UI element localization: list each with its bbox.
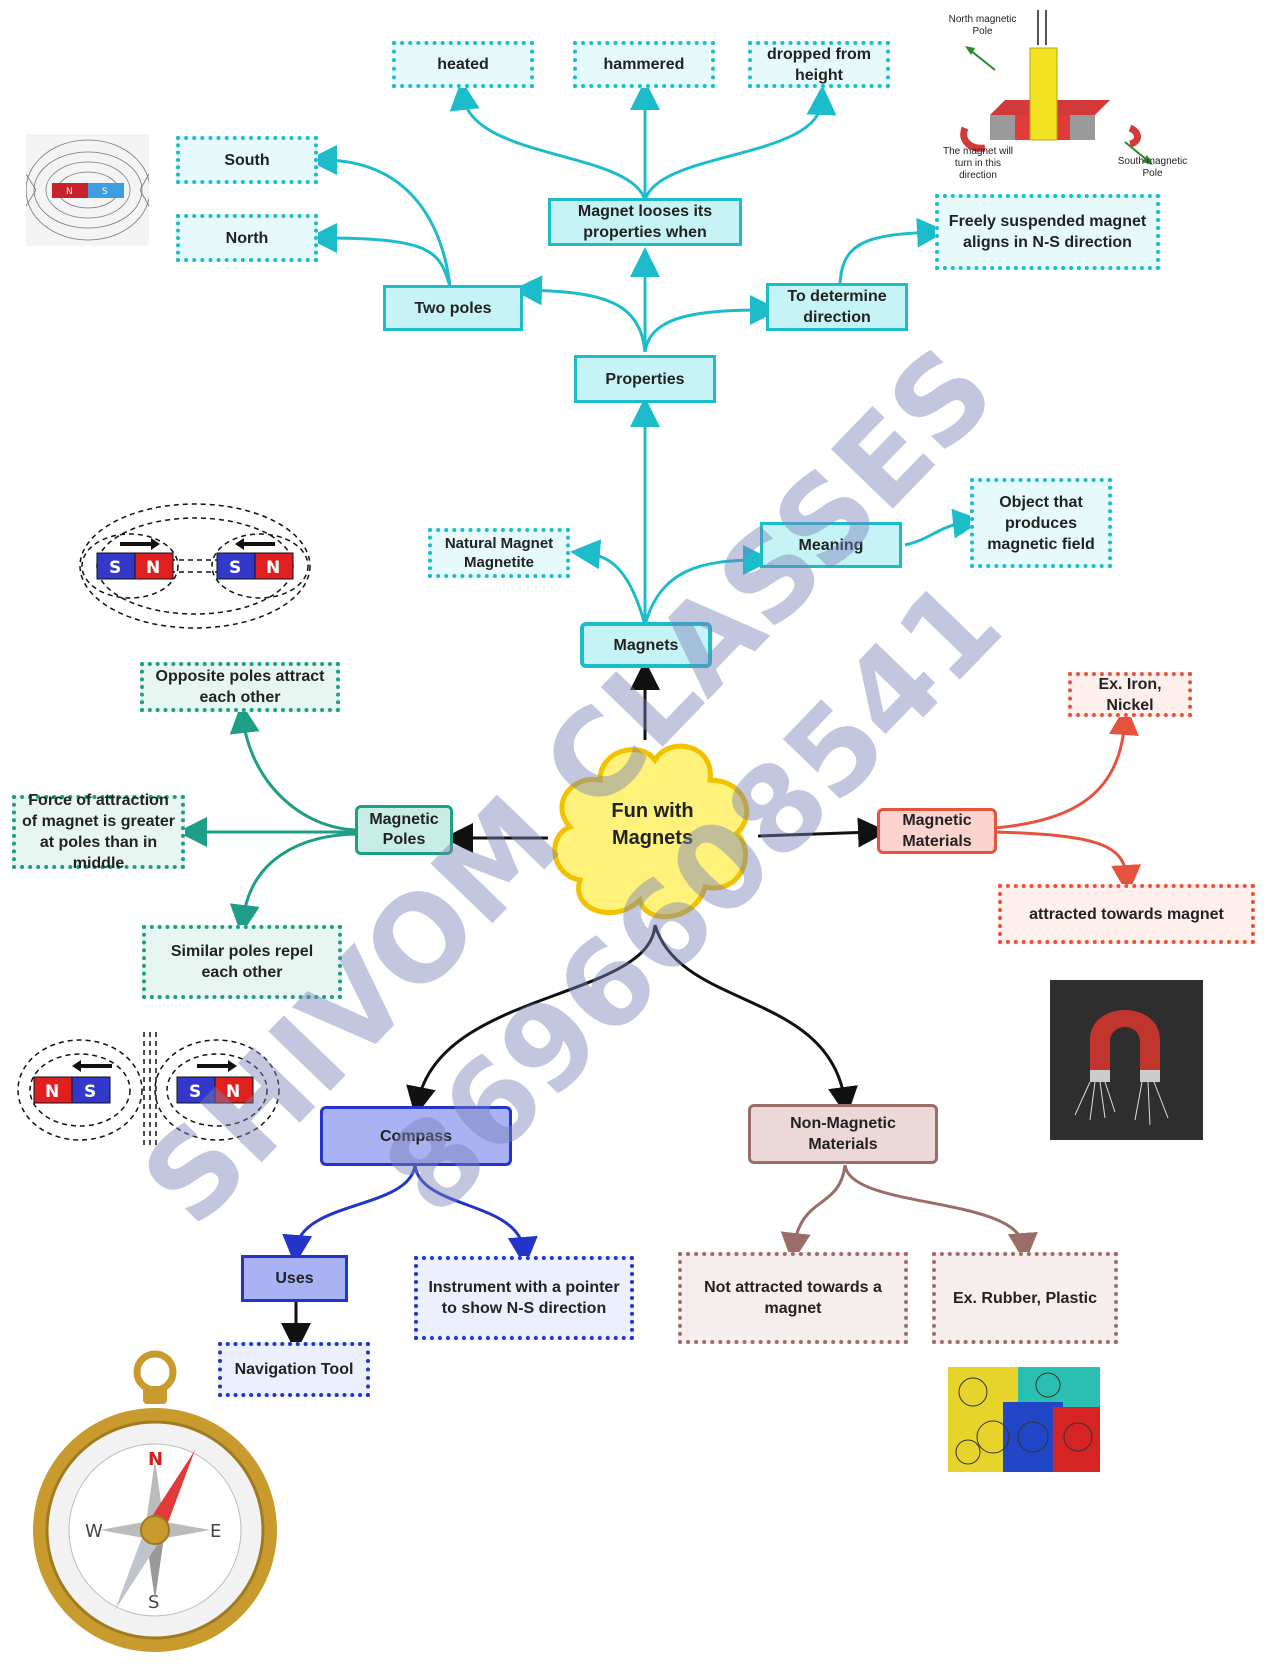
meaning-node: Meaning [760, 522, 902, 568]
determine-direction-node: To determine direction [766, 283, 908, 331]
suspended-magnet-image [960, 10, 1153, 165]
img1-n: N [146, 558, 160, 578]
compass-e: E [210, 1521, 221, 1542]
compass-s: S [148, 1592, 159, 1613]
magnets-node: Magnets [580, 622, 712, 668]
horseshoe-magnet-image [1050, 980, 1203, 1140]
north-pole-caption: North magnetic Pole [948, 14, 1017, 37]
hammered-node: hammered [573, 41, 715, 88]
heated-node: heated [392, 41, 534, 88]
similar-poles-node: Similar poles repel each other [142, 925, 342, 999]
img2-n: N [45, 1082, 59, 1102]
rubber-plastic-node: Ex. Rubber, Plastic [932, 1252, 1118, 1344]
img2-s2: S [189, 1082, 201, 1102]
iron-nickel-node: Ex. Iron, Nickel [1068, 672, 1192, 717]
attracting-magnets-image: S N S N [79, 503, 311, 629]
properties-node: Properties [574, 355, 716, 403]
center-topic: Fun with Magnets [590, 795, 715, 855]
rubber-bands-image [948, 1367, 1100, 1472]
compass-n: N [148, 1449, 163, 1470]
center-cloud [552, 743, 750, 920]
north-node: North [176, 214, 318, 262]
instrument-node: Instrument with a pointer to show N-S di… [414, 1256, 634, 1340]
uses-node: Uses [241, 1255, 348, 1302]
south-pole-caption: South magnetic Pole [1117, 156, 1188, 179]
img2-n2: N [226, 1082, 240, 1102]
two-poles-node: Two poles [383, 285, 523, 331]
img2-s: S [84, 1082, 96, 1102]
opposite-poles-node: Opposite poles attract each other [140, 662, 340, 712]
attracted-node: attracted towards magnet [998, 884, 1255, 944]
compass-image: N S E W [33, 1350, 277, 1652]
dropped-node: dropped from height [748, 41, 890, 88]
meaning-definition-node: Object that produces magnetic field [970, 478, 1112, 568]
navigation-tool-node: Navigation Tool [218, 1342, 370, 1397]
image-n-letter: N [66, 187, 73, 197]
img1-n2: N [266, 558, 280, 578]
img1-s: S [109, 558, 121, 578]
natural-magnet-node: Natural Magnet Magnetite [428, 528, 570, 578]
center-line1: Fun with [611, 800, 694, 822]
field-lines-image: N S [26, 134, 149, 246]
img1-s2: S [229, 558, 241, 578]
magnetic-poles-node: Magnetic Poles [355, 805, 453, 855]
repelling-magnets-image: N S S N [17, 1032, 280, 1147]
force-node: Force of attraction of magnet is greater… [12, 792, 185, 872]
not-attracted-node: Not attracted towards a magnet [678, 1252, 908, 1344]
magnetic-materials-node: Magnetic Materials [877, 808, 997, 854]
compass-w: W [85, 1521, 103, 1542]
compass-node: Compass [320, 1106, 512, 1166]
suspended-node: Freely suspended magnet aligns in N-S di… [935, 194, 1160, 270]
magnetic-poles-label: Magnetic Poles [369, 811, 439, 848]
south-node: South [176, 136, 318, 184]
non-magnetic-node: Non-Magnetic Materials [748, 1104, 938, 1164]
image-s-letter: S [102, 187, 108, 197]
center-line2: Magnets [611, 827, 694, 849]
looses-properties-node: Magnet looses its properties when [548, 198, 742, 246]
turn-direction-caption: The magnet will turn in this direction [942, 146, 1014, 181]
